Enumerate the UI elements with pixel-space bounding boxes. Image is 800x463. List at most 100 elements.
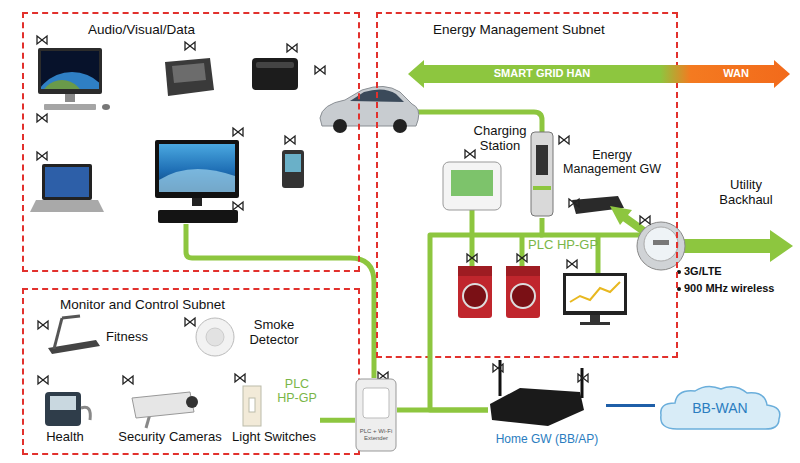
clothes-dryer bbox=[506, 266, 540, 276]
handheld-console bbox=[165, 58, 214, 96]
home-gateway-device bbox=[490, 360, 584, 426]
health-monitor bbox=[45, 392, 81, 426]
home-gateway-device bbox=[581, 368, 584, 398]
wireless-symbol bbox=[123, 376, 133, 384]
node-heading: Audio/Visual/Data bbox=[88, 22, 308, 38]
energy-display bbox=[580, 322, 610, 325]
smoke-detector bbox=[206, 328, 224, 346]
charging-station bbox=[533, 186, 551, 190]
extender-body bbox=[356, 379, 396, 451]
media-box bbox=[256, 62, 294, 68]
subnet-box: Audio/Visual/Data bbox=[22, 12, 360, 272]
wireless-symbol bbox=[467, 254, 477, 262]
device-label: Security Cameras bbox=[108, 430, 232, 447]
clothes-dryer bbox=[506, 266, 540, 318]
washing-machine bbox=[463, 284, 487, 308]
desktop-computer bbox=[32, 48, 112, 152]
link-type: 3G/LTE bbox=[684, 265, 744, 278]
television bbox=[192, 198, 202, 206]
energy-display bbox=[566, 276, 624, 311]
subnet-box: Monitor and Control SubnetFitnessSmoke D… bbox=[22, 288, 360, 455]
wireless-symbol bbox=[517, 254, 527, 262]
television bbox=[159, 144, 235, 192]
node-heading: Energy Management Subnet bbox=[433, 22, 663, 38]
washing-machine bbox=[458, 266, 492, 318]
wireless-symbol bbox=[37, 36, 650, 384]
thermostat bbox=[443, 162, 501, 210]
smart-meter bbox=[644, 227, 678, 261]
security-camera bbox=[132, 392, 194, 418]
broadband-link bbox=[606, 404, 655, 407]
laptop bbox=[45, 167, 89, 197]
treadmill bbox=[48, 316, 100, 354]
washing-machine bbox=[458, 266, 492, 276]
plc-wire bbox=[520, 235, 525, 268]
security-camera bbox=[132, 392, 198, 428]
charging-station bbox=[536, 145, 548, 175]
thermostat bbox=[451, 170, 493, 196]
energy-display bbox=[563, 273, 627, 325]
electric-car bbox=[320, 86, 419, 133]
smoke-detector bbox=[196, 318, 234, 356]
wireless-symbol bbox=[233, 128, 243, 136]
plc-link bbox=[320, 418, 355, 423]
desktop-computer bbox=[41, 80, 84, 89]
meter-arrow bbox=[610, 206, 632, 225]
electric-car bbox=[393, 119, 407, 133]
wireless-symbol bbox=[38, 376, 48, 384]
wireless-symbol bbox=[315, 66, 325, 74]
laptop bbox=[42, 164, 92, 200]
device-label: Fitness bbox=[106, 330, 158, 348]
edge-label: PLC HP-GP bbox=[274, 377, 320, 406]
meter-arrow bbox=[624, 217, 645, 232]
television bbox=[155, 140, 239, 198]
clothes-dryer bbox=[511, 284, 535, 308]
node-heading: Energy Management GW bbox=[562, 148, 662, 177]
health-monitor bbox=[50, 396, 76, 410]
double-arrow bbox=[408, 60, 790, 88]
treadmill bbox=[62, 316, 80, 318]
wireless-symbol bbox=[37, 36, 47, 44]
bus-label: PLC HP-GP bbox=[528, 238, 608, 253]
handheld-console bbox=[172, 63, 206, 83]
laptop bbox=[30, 164, 104, 212]
wireless-symbol bbox=[569, 199, 579, 207]
extender-panel bbox=[363, 388, 389, 418]
charging-station bbox=[531, 132, 553, 216]
backhaul-label: Utility Backhaul bbox=[710, 178, 782, 208]
television bbox=[159, 169, 235, 192]
desktop-computer bbox=[41, 72, 99, 89]
wireless-symbol bbox=[640, 216, 650, 224]
energy-display bbox=[590, 315, 600, 322]
backhaul-arrow bbox=[682, 230, 793, 262]
node-heading: Fitness bbox=[106, 330, 158, 345]
node-heading: SMART GRID HAN bbox=[432, 67, 652, 80]
light-switch bbox=[249, 398, 255, 412]
wireless-symbol bbox=[567, 260, 577, 268]
gateway-label: Home GW (BB/AP) bbox=[488, 375, 606, 447]
light-switch bbox=[243, 386, 261, 426]
plc-link bbox=[397, 408, 488, 413]
device-label: Charging Station bbox=[470, 122, 558, 218]
network-band: SMART GRID HANWAN bbox=[408, 60, 790, 88]
handheld-console bbox=[165, 58, 214, 96]
wireless-symbol bbox=[465, 150, 475, 158]
node-heading: PLC + Wi-Fi Extender bbox=[357, 428, 395, 442]
mobile-phone bbox=[285, 154, 301, 172]
device-label: Health bbox=[38, 430, 92, 447]
wireless-symbol bbox=[493, 364, 503, 372]
plc-link bbox=[430, 218, 542, 410]
desktop-computer bbox=[65, 94, 75, 102]
electric-car bbox=[320, 86, 419, 126]
wireless-symbol bbox=[185, 318, 195, 326]
smoke-detector bbox=[196, 318, 234, 356]
mobile-phone bbox=[282, 150, 304, 188]
electric-car bbox=[333, 119, 347, 133]
wireless-symbol bbox=[233, 202, 243, 210]
wireless-symbol bbox=[578, 374, 588, 382]
wireless-symbol bbox=[287, 44, 297, 52]
device-label: Smoke Detector bbox=[243, 318, 305, 352]
mobile-phone bbox=[282, 150, 304, 188]
wireless-symbol bbox=[185, 42, 195, 50]
